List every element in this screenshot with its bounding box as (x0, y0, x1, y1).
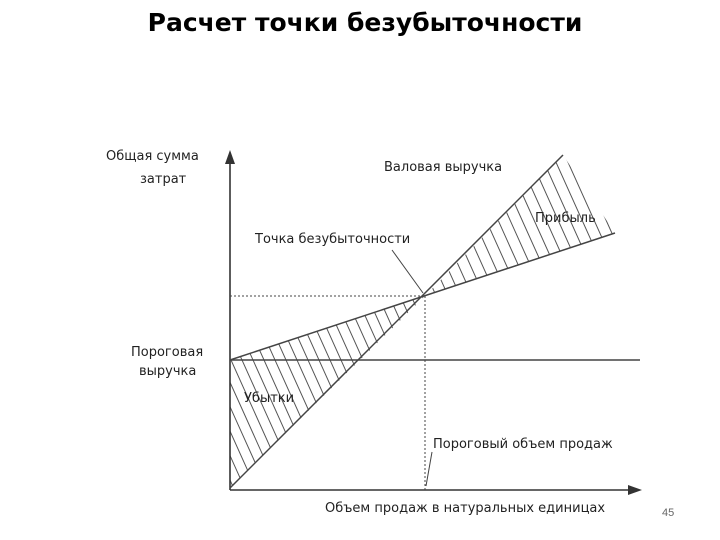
gross-revenue-label: Валовая выручка (384, 160, 502, 175)
x-axis-label: Объем продаж в натуральных единицах (325, 501, 605, 516)
threshold-volume-label: Пороговый объем продаж (433, 437, 613, 452)
y-axis-arrow-icon (225, 150, 235, 164)
threshold-revenue-label-line2: выручка (139, 364, 196, 379)
losses-label: Убытки (244, 391, 294, 406)
breakeven-leader (391, 249, 424, 294)
y-axis-label-line2: затрат (140, 172, 187, 187)
x-axis-arrow-icon (628, 485, 642, 495)
threshold-volume-leader (425, 451, 433, 487)
breakeven-point-label: Точка безубыточности (254, 232, 410, 247)
threshold-revenue-label-line1: Пороговая (131, 345, 203, 360)
gross-revenue-line (229, 154, 564, 489)
page-number: 45 (662, 507, 675, 519)
slide-title: Расчет точки безубыточности (147, 8, 583, 37)
loss-hatch (230, 296, 425, 488)
y-axis-label-line1: Общая сумма (106, 149, 199, 164)
profit-label: Прибыль (535, 211, 596, 226)
